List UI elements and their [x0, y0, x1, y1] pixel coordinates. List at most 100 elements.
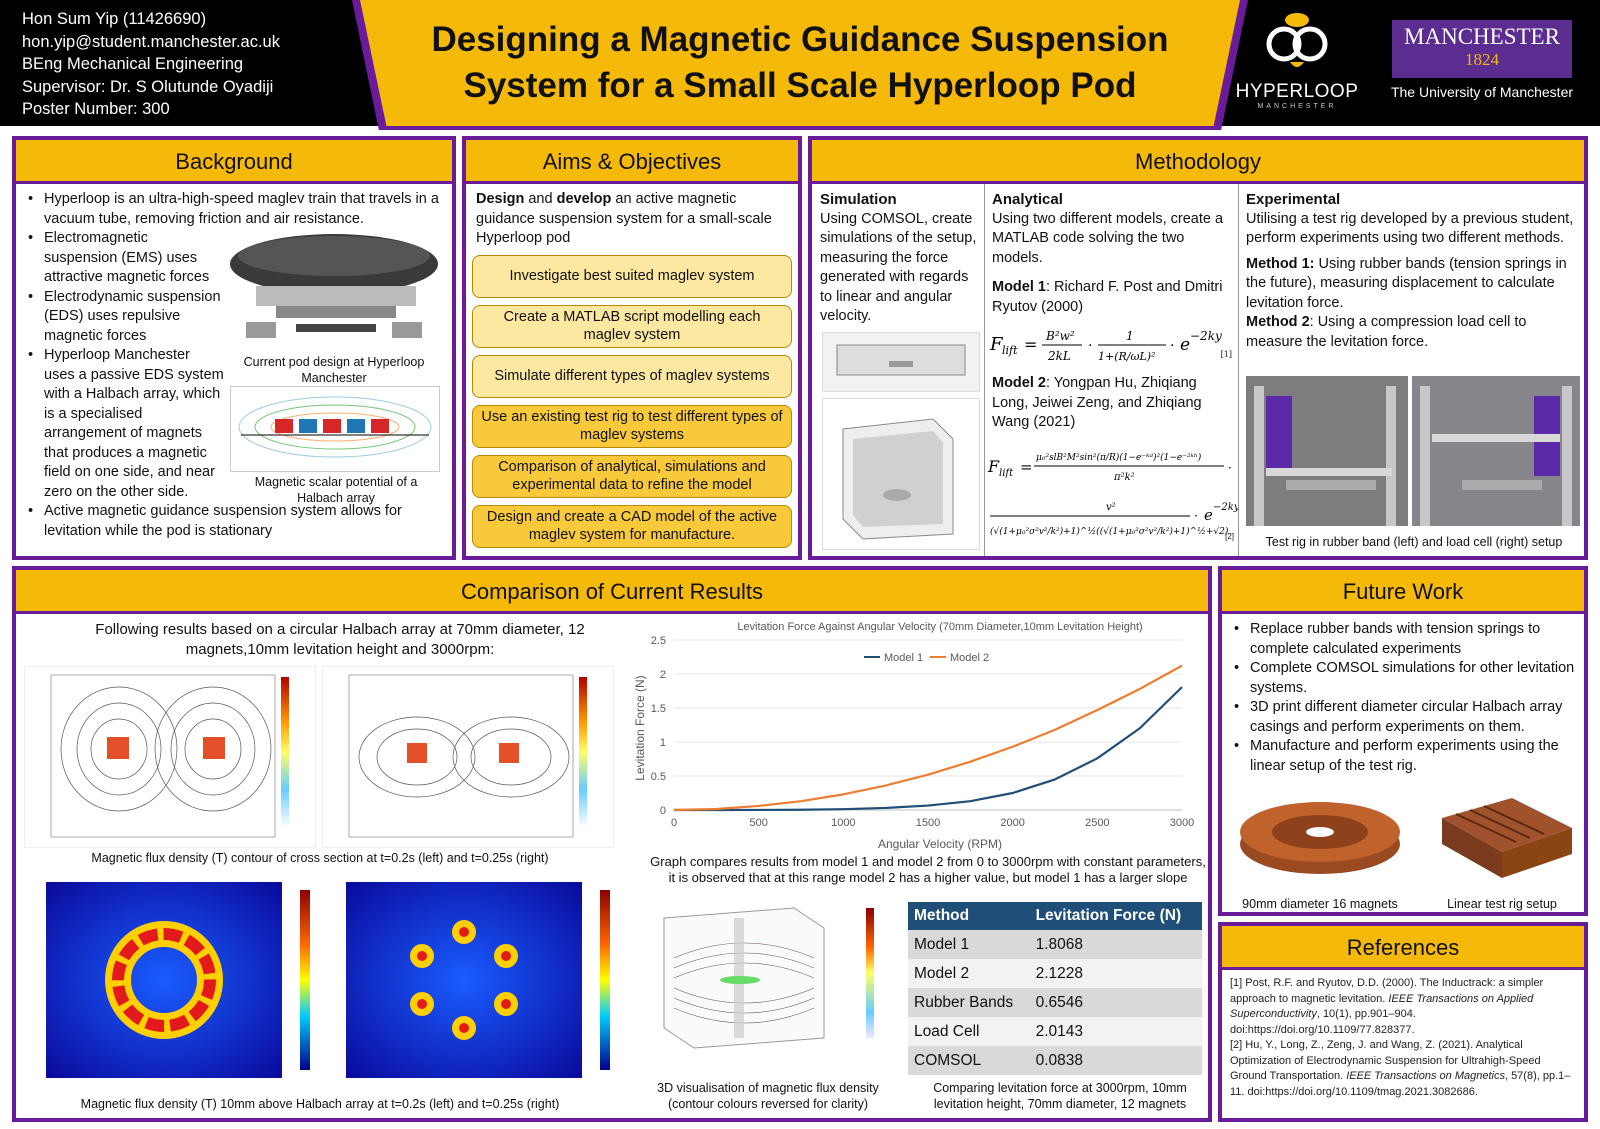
chart-x-tick: 3000	[1170, 817, 1194, 829]
simulation-column: Simulation Using COMSOL, create simulati…	[820, 190, 982, 327]
method1-desc: Method 1: Using rubber bands (tension sp…	[1246, 255, 1582, 314]
legend-label-model-1: Model 1	[884, 652, 923, 664]
flux-density-caption: Magnetic flux density (T) 10mm above Hal…	[80, 1097, 560, 1111]
simulation-heading: Simulation	[820, 191, 897, 208]
svg-text:F: F	[989, 334, 1004, 355]
svg-text:=: =	[1024, 335, 1037, 354]
svg-text:1: 1	[1126, 329, 1134, 343]
reference-1: [1] Post, R.F. and Ryutov, D.D. (2000). …	[1230, 976, 1576, 1038]
table-cell-force: 0.6546	[1029, 988, 1202, 1017]
svg-text:B²w²: B²w²	[1045, 329, 1075, 343]
author-block: Hon Sum Yip (11426690) hon.yip@student.m…	[22, 8, 280, 121]
table-cell-method: Rubber Bands	[908, 988, 1030, 1017]
model2-label: Model 2	[992, 375, 1046, 391]
chart-y-tick: 0	[660, 805, 666, 817]
halbach-casing-render	[1230, 778, 1410, 890]
svg-text:e: e	[1180, 335, 1190, 355]
reference-1-journal: IEEE Transactions on Applied Superconduc…	[1230, 992, 1534, 1021]
analytical-column: Analytical Using two different models, c…	[992, 190, 1236, 317]
future-work-item: 3D print different diameter circular Hal…	[1230, 698, 1578, 737]
chart-x-tick: 2500	[1085, 817, 1109, 829]
equation-model-2: F lift = μ₀²slB²M²sin²(π/R)(1−e⁻ᵏᵈ)²(1−e…	[986, 442, 1240, 554]
title-line-2: System for a Small Scale Hyperloop Pod	[463, 66, 1137, 105]
svg-text:F: F	[987, 457, 1000, 476]
simulation-text: Using COMSOL, create simulations of the …	[820, 210, 977, 325]
eq2-ref: [2]	[1225, 532, 1234, 541]
svg-text:·: ·	[1088, 338, 1092, 354]
reference-1-doi[interactable]: , 10(1), pp.901–904. doi:https://doi.org…	[1230, 1008, 1416, 1036]
aims-intro-bold-design: Design	[476, 191, 525, 207]
author-name: Hon Sum Yip (11426690)	[22, 10, 207, 28]
methodology-separator	[984, 184, 985, 556]
comsol-3d-box-image	[822, 398, 980, 550]
manchester-wordmark: MANCHESTER	[1404, 24, 1560, 49]
table-cell-force: 0.0838	[1029, 1046, 1202, 1075]
svg-text:·: ·	[1170, 338, 1174, 354]
analytical-text: Using two different models, create a MAT…	[992, 210, 1224, 266]
aim-item: Use an existing test rig to test differe…	[472, 404, 792, 448]
halbach-potential-caption: Magnetic scalar potential of a Halbach a…	[254, 475, 418, 505]
svg-text:=: =	[1020, 458, 1033, 476]
background-list: Hyperloop is an ultra-high-speed maglev …	[24, 190, 446, 541]
references-panel: References [1] Post, R.F. and Ryutov, D.…	[1218, 922, 1588, 1122]
bee-icon	[1266, 13, 1328, 67]
chart-x-tick: 1000	[831, 817, 855, 829]
title-banner: Designing a Magnetic Guidance Suspension…	[360, 0, 1240, 126]
svg-text:·: ·	[1228, 461, 1232, 475]
future-work-item: Complete COMSOL simulations for other le…	[1230, 659, 1578, 698]
svg-text:lift: lift	[999, 468, 1014, 479]
aim-item: Create a MATLAB script modelling each ma…	[472, 304, 792, 348]
flux-contour-plot-left	[24, 666, 316, 848]
background-bullet-4: Hyperloop Manchester uses a passive EDS …	[24, 346, 224, 502]
aims-intro: Design and develop an active magnetic gu…	[466, 184, 798, 255]
manchester-year: 1824	[1465, 50, 1499, 69]
reference-2: [2] Hu, Y., Long, Z., Zeng, J. and Wang,…	[1230, 1038, 1576, 1100]
flux-contour-caption: Magnetic flux density (T) contour of cro…	[91, 851, 549, 865]
model1-label: Model 1	[992, 279, 1046, 295]
levitation-force-chart: Levitation Force Against Angular Velocit…	[630, 618, 1208, 854]
model2-authors: : Yongpan Hu, Zhiqiang Long, Jeiwei Zeng…	[992, 375, 1202, 430]
halbach-potential-image	[230, 386, 440, 472]
future-work-heading: Future Work	[1222, 570, 1584, 614]
chart-y-tick: 0.5	[651, 771, 666, 783]
table-cell-force: 2.1228	[1029, 959, 1202, 988]
background-bullet-1: Hyperloop is an ultra-high-speed maglev …	[24, 190, 446, 229]
aims-panel: Aims & Objectives Design and develop an …	[462, 136, 802, 560]
author-course: BEng Mechanical Engineering	[22, 55, 244, 73]
future-work-list: Replace rubber bands with tension spring…	[1230, 620, 1578, 776]
aim-item: Simulate different types of maglev syste…	[472, 354, 792, 398]
author-email[interactable]: hon.yip@student.manchester.ac.uk	[22, 32, 280, 51]
experimental-text: Utilising a test rig developed by a prev…	[1246, 210, 1574, 247]
poster-title: Designing a Magnetic Guidance Suspension…	[391, 17, 1208, 109]
chart-caption: Graph compares results from model 1 and …	[650, 854, 1206, 885]
methodology-panel: Methodology Simulation Using COMSOL, cre…	[808, 136, 1588, 560]
svg-text:(√(1+μ₀²σ²v²/k²)+1)^½((√(1+μ₀²: (√(1+μ₀²σ²v²/k²)+1)^½((√(1+μ₀²σ²v²/k²)+1…	[990, 526, 1229, 537]
reference-2-doi[interactable]: , 57(8), pp.1–11. doi:https://doi.org/10…	[1230, 1070, 1571, 1098]
svg-text:lift: lift	[1002, 344, 1018, 357]
table-cell-force: 1.8068	[1029, 930, 1202, 959]
methodology-separator	[1238, 184, 1239, 556]
model2-desc: Model 2: Yongpan Hu, Zhiqiang Long, Jeiw…	[992, 374, 1236, 433]
table-cell-force: 2.0143	[1029, 1017, 1202, 1046]
future-work-panel: Future Work Replace rubber bands with te…	[1218, 566, 1588, 916]
rig-load-cell-photo	[1412, 376, 1580, 526]
rig-rubber-band-photo	[1246, 376, 1408, 526]
chart-series-line-model-1	[673, 686, 1183, 812]
background-heading: Background	[16, 140, 452, 184]
method1-label: Method 1:	[1246, 255, 1315, 272]
eq1-ref: [1]	[1220, 350, 1232, 359]
flux-3d-caption: 3D visualisation of magnetic flux densit…	[657, 1081, 879, 1111]
chart-y-tick: 2	[660, 669, 666, 681]
poster-number: Poster Number: 300	[22, 100, 170, 118]
model1-desc: Model 1: Richard F. Post and Dmitri Ryut…	[992, 278, 1236, 317]
chart-x-tick: 500	[749, 817, 767, 829]
chart-x-tick: 2000	[1000, 817, 1024, 829]
pod-design-caption: Current pod design at Hyperloop Manchest…	[243, 355, 425, 385]
chart-y-label: Levitation Force (N)	[633, 675, 647, 780]
results-intro: Following results based on a circular Ha…	[95, 621, 585, 658]
table-header-force: Levitation Force (N)	[1029, 902, 1202, 930]
linear-rig-caption: Linear test rig setup	[1447, 897, 1557, 911]
references-body: [1] Post, R.F. and Ryutov, D.D. (2000). …	[1222, 970, 1584, 1106]
